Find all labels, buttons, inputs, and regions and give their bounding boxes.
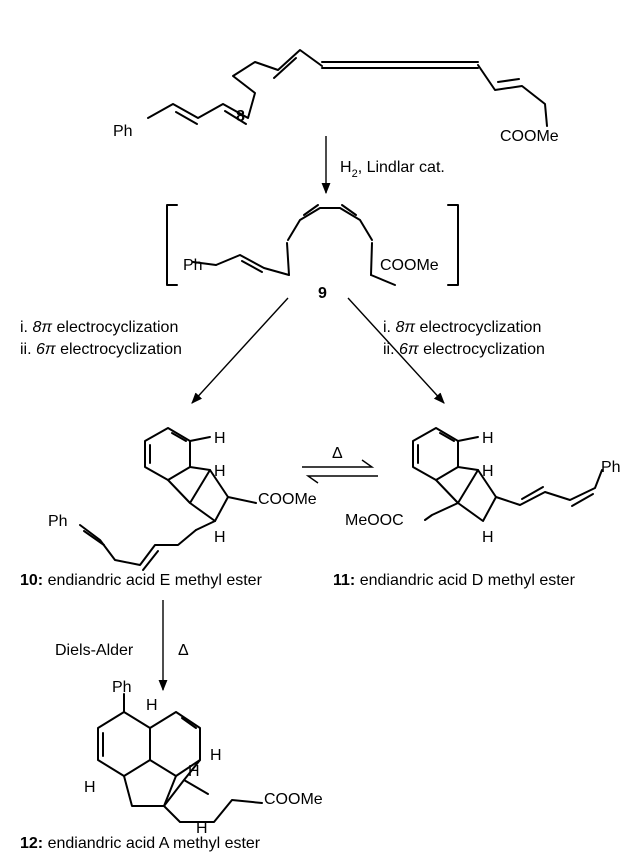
compound-11-ph-label: Ph [601, 459, 621, 476]
compound-9-number: 9 [318, 285, 327, 302]
compound-10-ester-label: COOMe [258, 491, 317, 508]
compound-9-ph-label: Ph [183, 257, 203, 274]
compound-12-number: 12: endiandric acid A methyl ester [20, 835, 261, 852]
arrow-8-to-9: H2, Lindlar cat. [321, 136, 445, 195]
compound-9: Ph COOMe 9 [166, 204, 459, 302]
electrocyclization-arrows: i. 8π electrocyclization ii. 6π electroc… [20, 297, 545, 404]
compound-11: Ph MeOOC H H H 11: endiandric acid D met… [333, 427, 621, 589]
diels-alder-arrow: Diels-Alder Δ [55, 600, 189, 692]
compound-12-h4: H [84, 779, 96, 796]
diels-alder-heat: Δ [178, 642, 189, 659]
compound-12-ester-label: COOMe [264, 791, 323, 808]
compound-11-h2: H [482, 463, 494, 480]
compound-10-h3: H [214, 529, 226, 546]
compound-10-h1: H [214, 430, 226, 447]
left-conditions-line2: ii. 6π electrocyclization [20, 341, 182, 358]
compound-10-number: 10: endiandric acid E methyl ester [20, 572, 263, 589]
compound-11-h3: H [482, 529, 494, 546]
compound-10-ph-label: Ph [48, 513, 68, 530]
compound-10: Ph COOMe H H H 10: endiandric acid E met… [20, 427, 317, 589]
compound-11-ester-label: MeOOC [345, 512, 404, 529]
compound-8-ester-label: COOMe [500, 128, 559, 145]
right-conditions-line2: ii. 6π electrocyclization [383, 341, 545, 358]
right-bracket [447, 204, 459, 286]
lindlar-reagent: H2, Lindlar cat. [340, 159, 445, 180]
compound-12-h1: H [146, 697, 158, 714]
compound-11-h1: H [482, 430, 494, 447]
equilibrium-arrows: Δ [302, 445, 378, 484]
compound-8-number: 8 [236, 108, 245, 125]
compound-12-h5: H [196, 820, 208, 837]
compound-12: Ph COOMe H H H H H 12: endiandric acid A… [20, 679, 323, 852]
left-conditions-line1: i. 8π electrocyclization [20, 319, 178, 336]
left-bracket [166, 204, 178, 286]
compound-12-h3: H [188, 763, 200, 780]
compound-12-h2: H [210, 747, 222, 764]
compound-11-number: 11: endiandric acid D methyl ester [333, 572, 576, 589]
right-conditions-line1: i. 8π electrocyclization [383, 319, 541, 336]
compound-8-ph-label: Ph [113, 123, 133, 140]
compound-8: Ph COOMe 8 [113, 49, 559, 145]
diels-alder-label: Diels-Alder [55, 642, 134, 659]
compound-9-ester-label: COOMe [380, 257, 439, 274]
compound-10-h2: H [214, 463, 226, 480]
equilibrium-heat-label: Δ [332, 445, 343, 462]
compound-12-ph-label: Ph [112, 679, 132, 696]
